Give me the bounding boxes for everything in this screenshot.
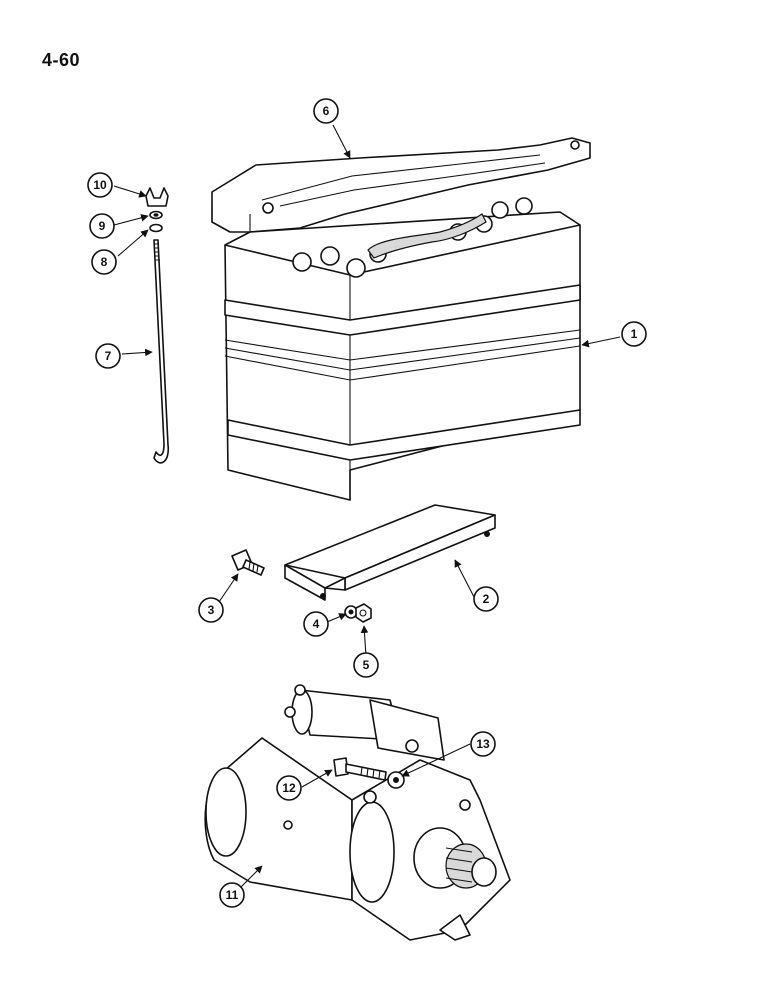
callout-12: 12: [276, 775, 302, 801]
starter-motor: [204, 684, 511, 941]
nut: [355, 603, 372, 623]
battery-tray: [284, 504, 496, 601]
tray-bolt: [231, 549, 265, 576]
callout-label: 2: [483, 592, 490, 606]
callout-label: 5: [363, 658, 370, 672]
hold-down-frame: [211, 137, 591, 233]
starter-washer: [387, 771, 405, 789]
page-number: 4-60: [42, 50, 81, 70]
callout-2: 2: [473, 586, 499, 612]
callout-5: 5: [353, 652, 379, 678]
callout-8: 8: [91, 249, 117, 275]
callout-4: 4: [303, 611, 329, 637]
starter-bolt: [333, 757, 387, 781]
callout-label: 8: [101, 255, 108, 269]
callout-label: 1: [631, 327, 638, 341]
callout-3: 3: [198, 597, 224, 623]
callout-7: 7: [95, 343, 121, 369]
callout-1: 1: [621, 321, 647, 347]
callout-label: 4: [313, 617, 320, 631]
lower-washer: [149, 223, 163, 233]
callout-label: 13: [476, 737, 490, 751]
callout-label: 11: [226, 888, 239, 902]
callout-label: 3: [208, 603, 215, 617]
battery: [224, 197, 581, 501]
callout-10: 10: [87, 172, 113, 198]
callout-label: 10: [93, 178, 107, 192]
callout-6: 6: [313, 98, 339, 124]
callout-13: 13: [470, 731, 496, 757]
callout-9: 9: [89, 213, 115, 239]
wing-nut: [145, 187, 169, 207]
callout-label: 12: [282, 781, 296, 795]
callout-11: 11: [219, 882, 245, 908]
hold-down-rod: [153, 239, 170, 464]
callout-label: 9: [99, 219, 106, 233]
leader-lines: [113, 124, 621, 889]
callout-label: 7: [105, 349, 112, 363]
callout-label: 6: [323, 104, 330, 118]
lock-washer: [149, 210, 163, 220]
